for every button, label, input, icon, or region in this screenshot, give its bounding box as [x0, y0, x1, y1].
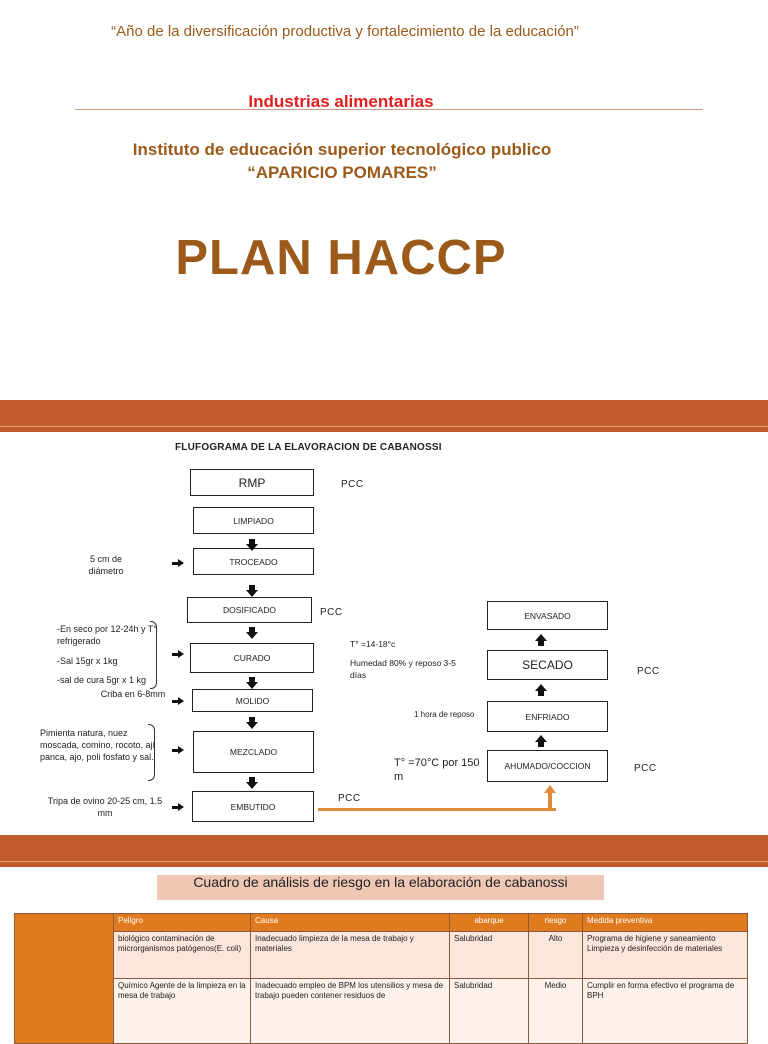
arrow-down-icon [246, 677, 258, 689]
cell-peligro: biológico contaminación de microrganismo… [113, 931, 251, 979]
connector-line [318, 808, 556, 811]
arrow-right-icon [172, 803, 184, 811]
header-medida: Medida preventiva [582, 913, 748, 932]
header-riesgo: riesgo [528, 913, 583, 932]
cell-riesgo: Alto [528, 931, 583, 979]
arrow-down-icon [246, 777, 258, 789]
cell-abarque: Salubridad [449, 931, 529, 979]
step-mezclado: MEZCLADO [193, 731, 314, 773]
decorative-band-bottom [0, 835, 768, 867]
pcc-label: PCC [338, 793, 361, 804]
subject-title: Industrias alimentarias [248, 92, 434, 111]
note-reposo: 1 hora de reposo [414, 710, 475, 719]
note-secado-temp: T° =14-18°c [350, 639, 396, 649]
header-abarque: abarque [449, 913, 529, 932]
arrow-down-icon [246, 539, 258, 551]
step-ahumado-coccion: AHUMADO/COCCION [487, 750, 608, 782]
cell-medida: Programa de higiene y saneamiento Limpie… [582, 931, 748, 979]
pcc-label: PCC [320, 607, 343, 618]
institute-line-1: Instituto de educación superior tecnológ… [132, 140, 552, 159]
brace [148, 724, 155, 781]
arrow-right-icon [172, 650, 184, 658]
pcc-label: PCC [637, 666, 660, 677]
header-peligro: Peligro [113, 913, 251, 932]
step-enfriado: ENFRIADO [487, 701, 608, 732]
note-diametro: 5 cm de diámetro [88, 554, 124, 576]
connector-line [548, 792, 552, 811]
note-tripa: Tripa de ovino 20-25 cm, 1.5 mm [47, 796, 163, 818]
step-limpiado: LIMPIADO [193, 507, 314, 534]
note-curado-2: -Sal 15gr x 1kg [57, 656, 118, 666]
cell-peligro: Químico Agente de la limpieza en la mesa… [113, 978, 251, 1044]
step-rmp: RMP [190, 469, 314, 496]
risk-table: Peligro Causa abarque riesgo Medida prev… [14, 913, 748, 1044]
cell-abarque: Salubridad [449, 978, 529, 1044]
flow-title: FLUFOGRAMA DE LA ELAVORACION DE CABANOSS… [175, 442, 442, 453]
arrow-down-icon [246, 585, 258, 597]
table-header-row: Peligro Causa abarque riesgo Medida prev… [14, 913, 748, 1044]
step-curado: CURADO [190, 643, 314, 673]
arrow-down-icon [246, 627, 258, 639]
cell-causa: Inadecuado empleo de BPM los utensilios … [250, 978, 450, 1044]
step-dosificado: DOSIFICADO [187, 597, 312, 623]
step-envasado: ENVASADO [487, 601, 608, 630]
divider [75, 109, 703, 110]
side-cell [14, 913, 114, 1044]
cell-medida: Cumplir en forma efectivo el programa de… [582, 978, 748, 1044]
arrow-right-icon [172, 697, 184, 705]
motto-text: “Año de la diversificación productiva y … [111, 23, 579, 40]
arrow-up-icon [535, 634, 547, 646]
step-secado: SECADO [487, 650, 608, 680]
institute-name: Instituto de educación superior tecnológ… [60, 138, 624, 184]
note-mezcla: Pimienta natura, nuez moscada, comino, r… [40, 728, 156, 762]
note-curado-1: -En seco por 12-24h y T° refrigerado [57, 624, 157, 646]
note-curado-3: -sal de cura 5gr x 1 kg [57, 675, 147, 685]
plan-title: PLAN HACCP [175, 231, 507, 285]
pcc-label: PCC [341, 479, 364, 490]
note-secado-humedad: Humedad 80% y reposo 3-5 días [350, 658, 456, 680]
arrow-right-icon [172, 559, 184, 567]
step-embutido: EMBUTIDO [192, 791, 314, 822]
pcc-label: PCC [634, 763, 657, 774]
arrow-up-icon [535, 684, 547, 696]
connector-arrow-icon [544, 785, 556, 793]
arrow-up-icon [535, 735, 547, 747]
cell-causa: Inadecuado limpieza de la mesa de trabaj… [250, 931, 450, 979]
cell-riesgo: Medio [528, 978, 583, 1044]
table-row: Químico Agente de la limpieza en la mesa… [15, 978, 748, 1044]
note-criba: Criba en 6-8mm [100, 689, 166, 699]
risk-table-title: Cuadro de análisis de riesgo en la elabo… [157, 875, 604, 900]
header-causa: Causa [250, 913, 450, 932]
note-coccion: T° =70°C por 150 m [394, 757, 480, 783]
step-molido: MOLIDO [192, 689, 313, 712]
table-row: biológico contaminación de microrganismo… [15, 931, 748, 979]
decorative-band-top [0, 400, 768, 432]
step-troceado: TROCEADO [193, 548, 314, 575]
arrow-down-icon [246, 717, 258, 729]
institute-line-2: “APARICIO POMARES” [247, 163, 437, 182]
arrow-right-icon [172, 746, 184, 754]
brace [150, 621, 157, 689]
